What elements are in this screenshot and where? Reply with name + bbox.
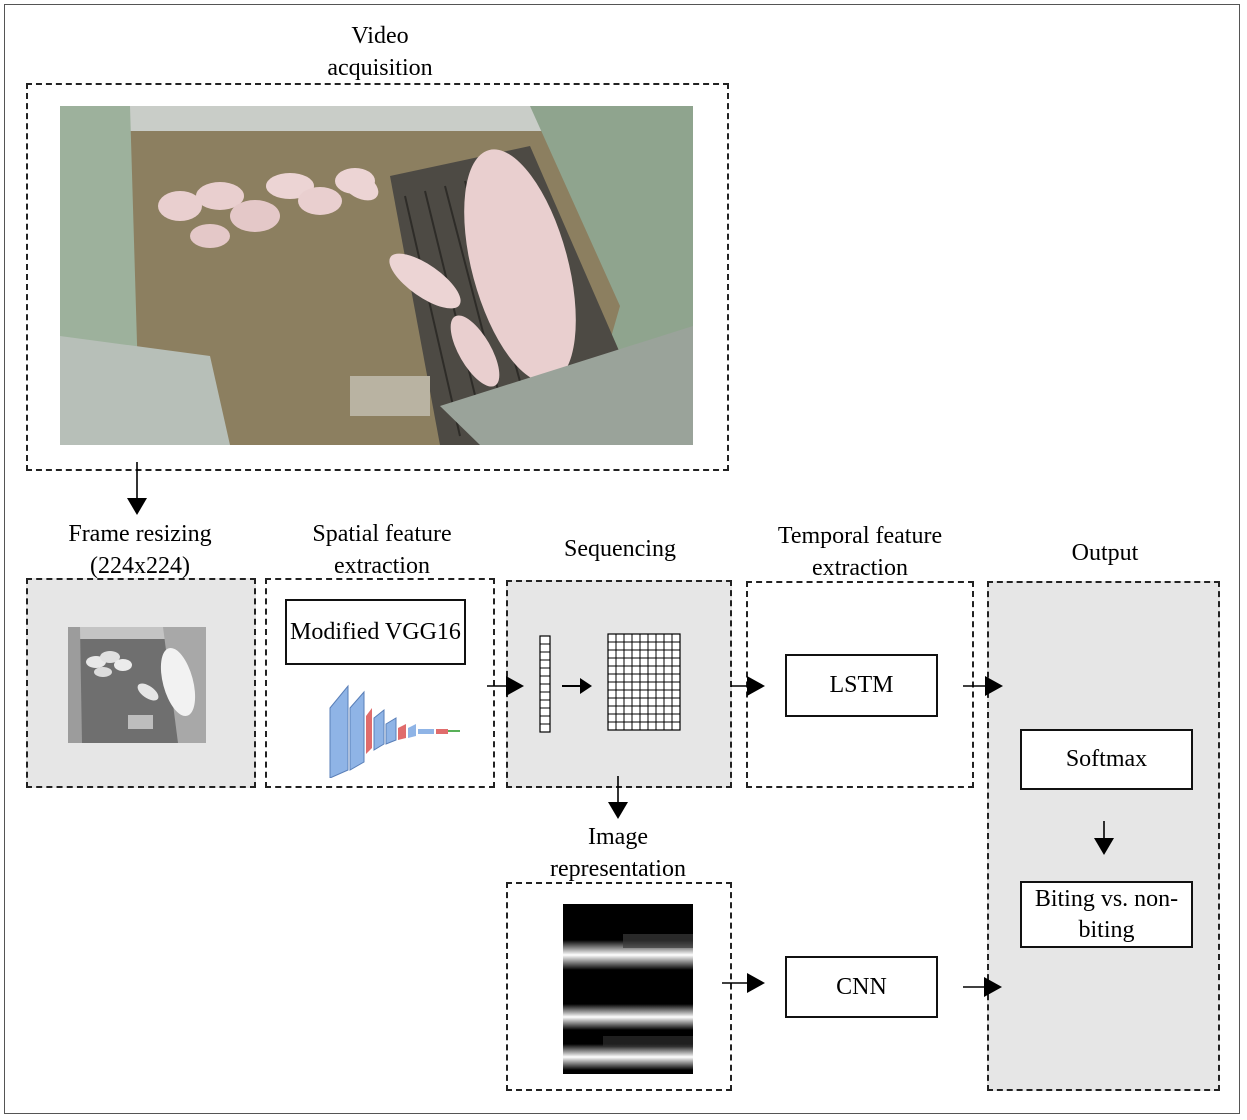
temporal-feature-extraction-label: Temporal feature extraction bbox=[777, 523, 943, 581]
feature-heatmap-image bbox=[563, 904, 693, 1074]
arrow-spatial-to-sequencing bbox=[487, 676, 524, 696]
feature-sequence-icon bbox=[539, 633, 681, 733]
cnn-block: CNN bbox=[785, 956, 938, 1018]
arrow-temporal-to-output bbox=[963, 676, 1003, 696]
biting-classification-block: Biting vs. non-biting bbox=[1020, 881, 1193, 948]
grayscale-frame-thumbnail bbox=[68, 627, 206, 743]
image-representation-label: Image representation bbox=[550, 824, 686, 882]
video-acquisition-box bbox=[26, 83, 729, 471]
output-label: Output bbox=[1071, 540, 1139, 566]
spatial-feature-extraction-label: Spatial feature extraction bbox=[312, 521, 452, 579]
frame-resizing-label: Frame resizing (224x224) bbox=[68, 521, 212, 579]
image-representation-box bbox=[506, 882, 732, 1091]
spatial-feature-extraction-box bbox=[265, 578, 495, 788]
arrow-image-to-cnn bbox=[722, 973, 765, 993]
vgg16-architecture-icon bbox=[329, 684, 460, 778]
pen-camera-frame-image bbox=[60, 106, 693, 445]
arrow-video-to-resize bbox=[127, 462, 147, 515]
video-acquisition-label: Video acquisition bbox=[327, 23, 433, 81]
lstm-block: LSTM bbox=[785, 654, 938, 717]
arrow-softmax-to-result bbox=[1094, 821, 1114, 855]
softmax-block: Softmax bbox=[1020, 729, 1193, 790]
arrow-sequencing-to-image bbox=[608, 776, 628, 819]
sequencing-label: Sequencing bbox=[564, 536, 676, 562]
outer-frame bbox=[4, 4, 1240, 1114]
modified-vgg16-block: Modified VGG16 bbox=[285, 599, 466, 665]
arrow-cnn-to-output bbox=[963, 977, 1002, 997]
arrow-sequencing-to-temporal bbox=[731, 676, 765, 696]
